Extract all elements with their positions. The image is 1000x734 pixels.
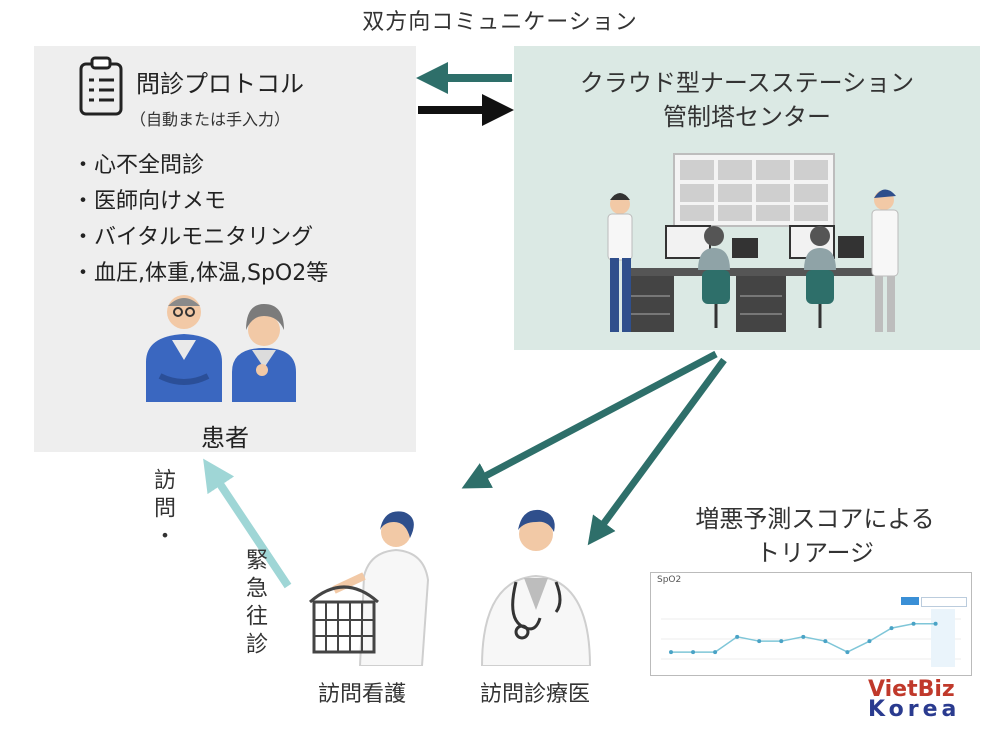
visit-label-line2: 緊急往診 [242,548,267,660]
chart-toggle-active[interactable] [901,597,919,605]
spo2-point-0 [669,650,673,655]
patients-label: 患者 [201,424,249,452]
list-item: バイタルモニタリング [72,220,328,256]
spo2-point-5 [779,639,784,644]
spo2-point-4 [757,639,762,644]
spo2-point-10 [889,626,894,631]
spo2-point-3 [735,634,740,639]
patients-illustration [146,295,296,402]
visiting-nurse-label: 訪問看護 [318,682,407,707]
spo2-point-8 [845,650,850,655]
control-room-illustration [607,153,899,332]
spo2-point-7 [823,639,828,644]
spo2-point-12 [933,621,938,626]
chart-toggle-group[interactable] [921,597,967,607]
arrow-to-patients [203,458,292,589]
bidirectional-communication-label: 双方向コミュニケーション [362,10,638,35]
arrow-to-nurse [461,350,718,489]
logo-line1: VietBiz [868,677,955,702]
visit-label-line1: 訪問・ [150,468,175,552]
cloud-station-title-line1: クラウド型ナースステーション [579,69,915,97]
cloud-station-title: クラウド型ナースステーション 管制塔センター [514,66,980,134]
protocol-items: 心不全問診 医師向けメモ バイタルモニタリング 血圧,体重,体温,SpO2等 [72,148,328,292]
spo2-point-9 [867,639,872,644]
arrow-to-doctor [587,357,727,546]
visiting-doctor-label: 訪問診療医 [480,682,591,707]
logo-line2: Korea [868,697,961,722]
spo2-point-2 [713,650,718,655]
vietbiz-korea-logo: VietBiz Korea [868,677,961,722]
list-item: 血圧,体重,体温,SpO2等 [72,256,328,292]
spo2-point-1 [691,650,696,655]
visiting-doctor-illustration [480,509,592,666]
chart-title: SpO2 [657,575,682,585]
triage-title: 増悪予測スコアによる トリアージ [650,502,980,570]
visiting-nurse-illustration [309,511,430,666]
spo2-point-6 [801,634,806,639]
triage-title-line1: 増悪予測スコアによる [695,505,935,533]
cloud-station-title-line2: 管制塔センター [663,103,831,131]
spo2-line-chart [661,609,961,667]
protocol-subtitle: （自動または手入力） [130,110,291,129]
protocol-title: 問診プロトコル [136,70,304,98]
spo2-chart-card: SpO2 [650,572,972,676]
spo2-point-11 [911,621,916,626]
triage-title-line2: トリアージ [755,539,875,567]
list-item: 心不全問診 [72,148,328,184]
list-item: 医師向けメモ [72,184,328,220]
clipboard-icon [79,56,123,116]
